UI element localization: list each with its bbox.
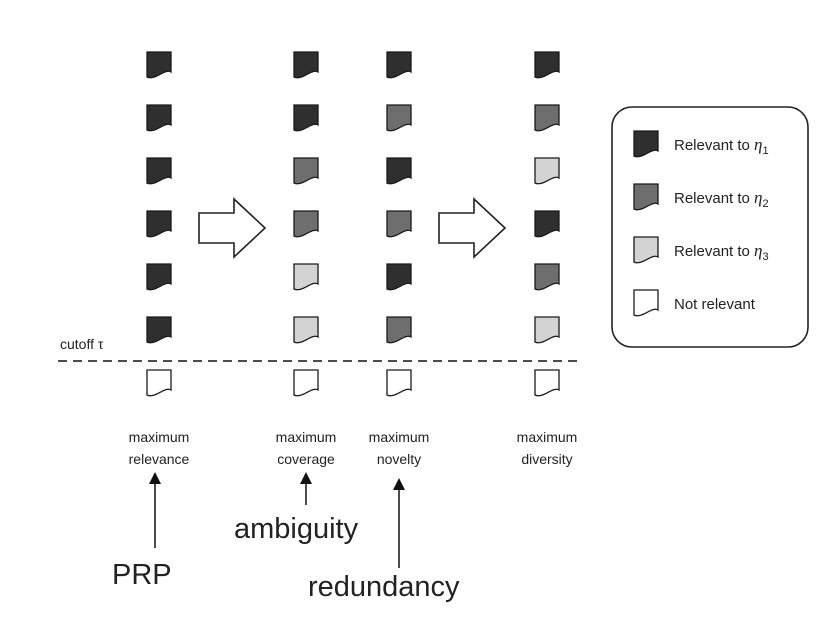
transition-arrow-1 [198, 197, 267, 259]
document-eta2-icon [386, 210, 412, 238]
document-eta1-icon [386, 263, 412, 291]
legend-subscript: 1 [762, 145, 768, 157]
legend-eta-symbol: η [754, 188, 762, 207]
column-label-2: maximum coverage [276, 429, 337, 467]
svg-text:coverage: coverage [277, 451, 335, 467]
legend: Relevant to η1 Relevant to η2 Relevant to … [611, 106, 809, 348]
document-column-2 [293, 51, 319, 397]
redundancy-label: redundancy [308, 571, 460, 603]
document-eta1-icon [146, 104, 172, 132]
document-columns [146, 51, 560, 397]
document-eta2-icon [534, 263, 560, 291]
legend-label: Relevant to η1 [674, 135, 769, 157]
document-eta1-icon [534, 210, 560, 238]
column-label-4: maximum diversity [517, 429, 578, 467]
document-eta1-icon [146, 210, 172, 238]
prp-label: PRP [112, 559, 172, 591]
legend-document-eta3-icon [633, 236, 659, 264]
document-eta2-icon [293, 210, 319, 238]
document-not-relevant-icon [293, 369, 319, 397]
document-eta1-icon [146, 51, 172, 79]
svg-text:maximum: maximum [517, 429, 578, 445]
svg-text:maximum: maximum [276, 429, 337, 445]
svg-text:relevance: relevance [129, 451, 190, 467]
document-eta3-icon [534, 157, 560, 185]
legend-eta-symbol: η [754, 241, 762, 260]
svg-text:maximum: maximum [369, 429, 430, 445]
document-column-3 [386, 51, 412, 397]
legend-document-eta2-icon [633, 183, 659, 211]
ambiguity-label: ambiguity [234, 513, 359, 545]
document-eta1-icon [386, 157, 412, 185]
document-eta3-icon [293, 316, 319, 344]
document-eta2-icon [534, 104, 560, 132]
legend-item: Relevant to η1 [633, 130, 769, 158]
legend-label: Not relevant [674, 296, 756, 313]
legend-label: Relevant to η3 [674, 241, 769, 263]
column-label-3: maximum novelty [369, 429, 430, 467]
column-label-1: maximum relevance [129, 429, 190, 467]
legend-item: Relevant to η2 [633, 183, 769, 211]
legend-label: Relevant to η2 [674, 188, 769, 210]
document-column-4 [534, 51, 560, 397]
legend-item: Relevant to η3 [633, 236, 769, 264]
svg-text:diversity: diversity [521, 451, 572, 467]
document-eta1-icon [293, 51, 319, 79]
document-eta1-icon [146, 157, 172, 185]
document-eta1-icon [386, 51, 412, 79]
legend-item: Not relevant [633, 289, 756, 317]
legend-eta-symbol: η [754, 135, 762, 154]
document-not-relevant-icon [386, 369, 412, 397]
legend-subscript: 2 [762, 198, 768, 210]
document-column-1 [146, 51, 172, 397]
document-not-relevant-icon [146, 369, 172, 397]
cutoff-label: cutoff τ [60, 336, 104, 352]
document-not-relevant-icon [534, 369, 560, 397]
document-eta2-icon [293, 157, 319, 185]
legend-document-eta1-icon [633, 130, 659, 158]
svg-text:maximum: maximum [129, 429, 190, 445]
document-eta1-icon [146, 263, 172, 291]
document-eta3-icon [534, 316, 560, 344]
document-eta1-icon [534, 51, 560, 79]
svg-text:novelty: novelty [377, 451, 421, 467]
legend-box [611, 106, 809, 348]
document-eta3-icon [293, 263, 319, 291]
legend-document-not-relevant-icon [633, 289, 659, 317]
document-eta1-icon [293, 104, 319, 132]
document-eta2-icon [386, 104, 412, 132]
document-eta1-icon [146, 316, 172, 344]
legend-subscript: 3 [762, 251, 768, 263]
transition-arrow-2 [438, 197, 507, 259]
document-eta2-icon [386, 316, 412, 344]
